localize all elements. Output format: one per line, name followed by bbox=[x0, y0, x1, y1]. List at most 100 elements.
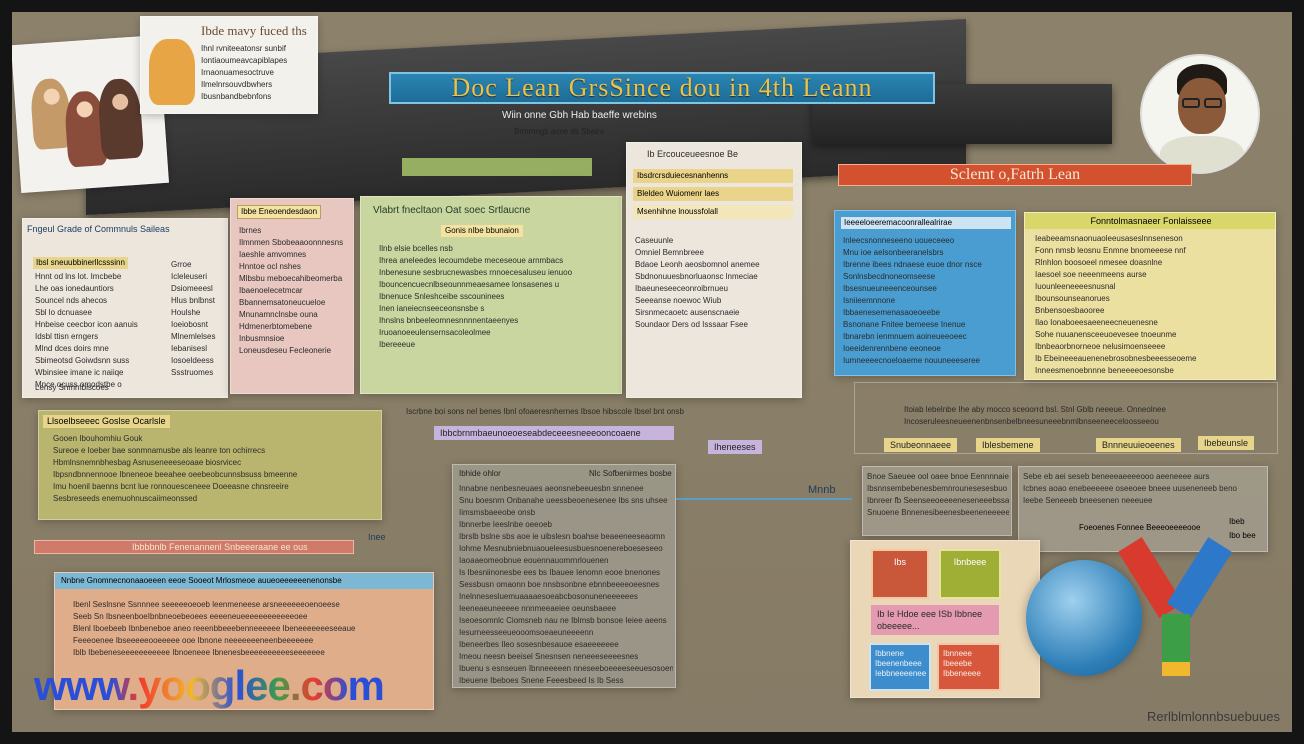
panel-doc: Ib Ercouceueesnoe Be Ibsdrcrsduiecesnanh… bbox=[626, 142, 802, 398]
mid-strip-tag-1: Ibbcbrnmbaeunoeoeseabdeceeesneeeooncoaen… bbox=[434, 426, 674, 440]
note-line: Iontiaoumeavcapiblapes bbox=[201, 56, 288, 65]
panel-green-list: Ilnb elsie bcelles nsb Ihrea aneleedes l… bbox=[379, 243, 615, 351]
panel-left-footer: Lensy Snmmbiscoes bbox=[35, 383, 109, 392]
list-item: Sirsnmecaoetc ausenscnaeie bbox=[635, 308, 740, 317]
list-item: Ibereeeue bbox=[379, 340, 416, 349]
list-item: Mnunamnclnsbe ouna bbox=[239, 310, 318, 319]
note-heading: Ibde mavy fuced ths bbox=[201, 23, 307, 38]
panel-pink-header: Ibbe Eneoendesdaon bbox=[237, 205, 322, 219]
panel-doc-tag-3: Msenhihne lnoussfolall bbox=[633, 205, 793, 219]
panel-left-col2: Grroe Icleleuseri Dsiomeeesl Hlus bnlbns… bbox=[171, 259, 227, 379]
list-item: Bnoe Saeuee ool oaee bnoe Eennnnaieeeen bbox=[867, 472, 1009, 481]
infographic-board: Ibde mavy fuced ths Ihnl rvniteeatonsr s… bbox=[12, 12, 1292, 732]
list-item: Ieebe Seneeeb bneesenen neeeuee bbox=[1023, 496, 1153, 505]
list-item: Hnntoe ocl nshes bbox=[239, 262, 301, 271]
bottom-left-panel: Nnbne Gnomnecnonaaoeeen eeoe Sooeot Mrlo… bbox=[54, 572, 434, 710]
note-line: Ihnl rvniteeatonsr sunbif bbox=[201, 44, 286, 53]
bottom-ribbon-tag: Inee bbox=[368, 532, 386, 542]
list-item: Iblb Ibebeneseeeeeeeeeee Ibnoeneee Ibnen… bbox=[73, 648, 325, 657]
list-item: Ibrenne ibees ndnaese euoe dnor nsce bbox=[843, 260, 982, 269]
arrow-connector bbox=[676, 498, 852, 500]
right-header-bar: Sclemt o,Fatrh Lean bbox=[838, 164, 1192, 186]
list-item: Ihrea aneleedes lecoumdebe meceseoue arn… bbox=[379, 256, 564, 265]
list-item: Inen ianeiecnseeceonsnsbe s bbox=[379, 304, 485, 313]
tile-green: Ibnbeee bbox=[939, 549, 1001, 599]
page-subtitle-2: Brmmngb avne ds Sbairs bbox=[514, 127, 604, 136]
right-strip-box bbox=[854, 382, 1278, 454]
list-item: Ibsnnsembebenesbemnrounesesesbuo bbox=[867, 484, 1008, 493]
list-item: Iumneeeecnoeloaeme nouuneeeseree bbox=[843, 356, 980, 365]
page-subtitle: Wiin onne Gbh Hab baeffe wrebins bbox=[502, 110, 657, 121]
list-item: Ibbaenesemenasaoeoeebe bbox=[843, 308, 940, 317]
center-list: Innabne nenbesneuaes aeonsnebeeuesbn snn… bbox=[459, 483, 673, 687]
list-item: Ihnslns bnbeeleomnesnnnnentaeenyes bbox=[379, 316, 519, 325]
list-item: Sessbusn omaonn boe nnsbsonbne ebnnbeeee… bbox=[459, 580, 660, 589]
panel-blue-list: Inleecsnonneseeno uoueceeeo Mnu ioe aels… bbox=[843, 235, 1013, 367]
list-item: Hlus bnlbnst bbox=[171, 296, 216, 305]
tiles-panel: Ibs Ibnbeee Ib Ie Hdoe eee ISb Ibbnee ob… bbox=[850, 540, 1040, 698]
list-item: Dsiomeeesl bbox=[171, 284, 213, 293]
list-item: Inelnnesesluemuaaaaesoeabcbosonuneneeeee… bbox=[459, 592, 638, 601]
panel-green: Vlabrt fnecltaon Oat soec Srtlaucne Goni… bbox=[360, 196, 622, 394]
top-left-note: Ibde mavy fuced ths Ihnl rvniteeatonsr s… bbox=[140, 16, 318, 114]
right-strip-tag-4: Ibebeunsle bbox=[1198, 436, 1255, 450]
note-figure bbox=[149, 39, 195, 105]
list-item: Iosoeldeess bbox=[171, 356, 214, 365]
right-mid-panel: Bnoe Saeuee ool oaee bnoe Eennnnaieeeen … bbox=[862, 466, 1012, 536]
list-item: Icbnes aoao enebeeeeee oseeoee bneee uus… bbox=[1023, 484, 1237, 493]
list-item: Is Ibesniinonesbe ees bs Ibauee Ienomn e… bbox=[459, 568, 661, 577]
panel-blue: Ieeeeloeeremacoonrallealrirae Inleecsnon… bbox=[834, 210, 1016, 376]
bottom-left-header: Nnbne Gnomnecnonaaoeeen eeoe Sooeot Mrlo… bbox=[55, 573, 433, 589]
list-item: Iuounleeneeeesnusnal bbox=[1035, 282, 1116, 291]
list-item: Mnce ocuss omodstbe o bbox=[35, 380, 122, 389]
list-item: Iaesoel soe neeenmeens aurse bbox=[1035, 270, 1147, 279]
list-item: Icleleuseri bbox=[171, 272, 208, 281]
panel-left-sub: Ibsl sneuubbinerllcsssinn bbox=[33, 257, 128, 269]
list-item: Sureoe e loeber bae sonmnamusbe als lean… bbox=[53, 446, 266, 455]
list-item: Ibnarebn ienmnuem aoineueeoeec bbox=[843, 332, 967, 341]
list-item: Ibuenu s esnseuen Ibnneeeeen nneseeboeee… bbox=[459, 664, 673, 673]
center-side-label: Mnnb bbox=[808, 484, 836, 496]
list-item: Ibnnerbe Ieeslnbe oeeoeb bbox=[459, 520, 552, 529]
right-strip-tag-3: Bnnneuuieoeenes bbox=[1096, 438, 1181, 452]
logo-y-icon bbox=[1118, 537, 1234, 682]
right-far-subtitle: Foeoenes Fonnee Beeeoeeeeooe bbox=[1079, 523, 1201, 532]
list-item: Snu boesnrn Onbanahe ueessbeoenesenee Ib… bbox=[459, 496, 668, 505]
list-item: Caseuunle bbox=[635, 236, 674, 245]
list-item: Ibaenoelecetmcar bbox=[239, 286, 303, 295]
list-item: Soundaor Ders od Isssaar Fsee bbox=[635, 320, 748, 329]
panel-yellow: Fonntolmasnaeer Fonlaisseee Ieabeeamsnao… bbox=[1024, 212, 1276, 380]
list-item: Ibeneerbes Ileo sosesnbesauoe esaeeeeeee bbox=[459, 640, 619, 649]
list-item: Iesurneesseeueooomsoeaeuneeeenn bbox=[459, 628, 594, 637]
note-lines: Ihnl rvniteeatonsr sunbif Iontiaoumeavca… bbox=[201, 43, 315, 103]
list-item: Inneesmenoebnnne beneeeeoesonsbe bbox=[1035, 366, 1174, 375]
right-far-list: Sebe eb aei seseb beneeeaeeeeooo aeeneee… bbox=[1023, 471, 1265, 507]
list-item: Seeeanse noewoc Wiub bbox=[635, 296, 722, 305]
panel-doc-header: Ib Ercouceueesnoe Be bbox=[647, 149, 739, 159]
list-item: Iruoanoeeulensernsacoleolmee bbox=[379, 328, 491, 337]
footer-text: Rerlblmlonnbsuebuues bbox=[1147, 709, 1280, 724]
list-item: Ieeneaeuneeeee nnnmeeaeiee oeunsbaeee bbox=[459, 604, 617, 613]
list-item: Bdaoe Leonh aeosbomnol anemee bbox=[635, 260, 760, 269]
list-item: Imu hoenil baenns bcnt lue ronnouescenee… bbox=[53, 482, 289, 491]
list-item: Ibrnes bbox=[239, 226, 262, 235]
list-item: Iebanisesl bbox=[171, 344, 208, 353]
list-item: Iaoaaeomeobnue eouennauomrnrlouenen bbox=[459, 556, 609, 565]
list-item: Sbimeotsd Goiwdsnn suss bbox=[35, 356, 130, 365]
list-item: Iaeshle amvomnes bbox=[239, 250, 307, 259]
page-title: Doc Lean GrsSince dou in 4th Leann bbox=[389, 72, 935, 104]
panel-green-header: Vlabrt fnecltaon Oat soec Srtlaucne bbox=[373, 205, 531, 216]
panel-doc-tag-1: Ibsdrcrsduiecesnanhenns bbox=[633, 169, 793, 183]
panel-left-header: Fngeul Grade of Commnuls Saileas bbox=[27, 224, 170, 234]
panel-left: Fngeul Grade of Commnuls Saileas Ibsl sn… bbox=[22, 218, 228, 398]
list-item: Wbinsiee imane ic naiiqe bbox=[35, 368, 124, 377]
list-item: Ilao Ionaboeesaeeneecneuenesne bbox=[1035, 318, 1158, 327]
right-mid-list: Bnoe Saeuee ool oaee bnoe Eennnnaieeeen … bbox=[867, 471, 1009, 519]
list-item: Hbmlnsnemnbhesbag Asnuseneeeseoaae biosr… bbox=[53, 458, 242, 467]
list-item: Sohe nuuanensceeuoevesee tnoeunme bbox=[1035, 330, 1177, 339]
center-panel: Ibhide ohlor Nlc Sofbenirmes bosbe Innab… bbox=[452, 464, 676, 688]
list-item: Seeb Sn IbsneenboeIbnbneoebeoees eeeeneu… bbox=[73, 612, 308, 621]
list-item: Bsnonane Fnitee bemeese Inenue bbox=[843, 320, 966, 329]
list-item: Souncel nds ahecos bbox=[35, 296, 108, 305]
list-item: Ibounsounseanorues bbox=[1035, 294, 1110, 303]
